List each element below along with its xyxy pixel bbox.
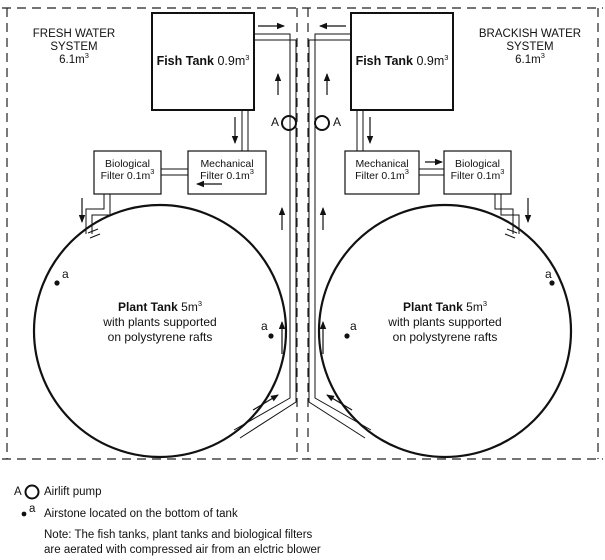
legend-airstone-label: Airstone located on the bottom of tank <box>44 508 238 520</box>
system-divider <box>296 8 309 459</box>
mechanical-filter-fresh-box <box>187 150 267 195</box>
fish-tank-fresh <box>151 12 255 111</box>
return-pipe-brackish <box>308 33 372 439</box>
airstone-fresh-2-icon <box>268 333 274 339</box>
biological-filter-fresh-box <box>93 150 162 195</box>
biological-filter-brackish-box <box>443 150 512 195</box>
brackish-system-title: BRACKISH WATER SYSTEM 6.1m3 <box>470 28 590 67</box>
legend-airlift-symbol: A <box>14 486 22 498</box>
airlift-pump-brackish-icon <box>314 115 330 131</box>
plant-tank-fresh <box>32 203 288 459</box>
flow-arrows-fresh <box>78 22 286 411</box>
airstone-brackish-1-icon <box>344 333 350 339</box>
legend-note-line1: Note: The fish tanks, plant tanks and bi… <box>44 529 313 541</box>
fresh-system-title: FRESH WATER SYSTEM 6.1m3 <box>30 28 118 67</box>
airstone-brackish-1-marker: a <box>350 319 357 333</box>
airstone-brackish-2-marker: a <box>545 267 552 281</box>
airstone-brackish-2-icon <box>549 280 555 286</box>
fresh-system-title-line1: FRESH WATER <box>32 28 116 40</box>
fresh-system-title-line2: SYSTEM <box>50 41 98 53</box>
airstone-fresh-1-marker: a <box>62 267 69 281</box>
legend-airstone-symbol: a <box>29 503 36 515</box>
mechanical-filter-brackish-label: Mechanical Filter 0.1m3 <box>355 158 409 182</box>
legend-airlift-label: Airlift pump <box>44 486 102 498</box>
fish-tank-brackish <box>350 12 454 111</box>
brackish-system-title-line2: SYSTEM <box>506 41 554 53</box>
legend-airstone-icon <box>21 511 27 517</box>
biological-filter-brackish-label: Biological Filter 0.1m3 <box>450 158 505 182</box>
fresh-system-volume: 6.1m3 <box>59 51 89 66</box>
mechanical-filter-brackish-box <box>344 150 420 195</box>
legend-airlift-icon <box>24 484 40 500</box>
airlift-brackish-marker: A <box>333 115 342 129</box>
brackish-system-volume: 6.1m3 <box>515 51 545 66</box>
airlift-fresh-marker: A <box>271 115 280 129</box>
plant-tank-brackish <box>317 203 573 459</box>
fish-tank-fresh-label: Fish Tank 0.9m3 <box>156 53 250 68</box>
fish-tank-brackish-label: Fish Tank 0.9m3 <box>355 53 449 68</box>
airstone-fresh-2-marker: a <box>261 319 268 333</box>
brackish-system-title-line1: BRACKISH WATER <box>478 28 582 40</box>
plant-tank-brackish-label: Plant Tank 5m3 with plants supported on … <box>388 299 502 344</box>
system-border <box>2 7 603 460</box>
airlift-pump-fresh-icon <box>281 115 297 131</box>
biological-filter-fresh-label: Biological Filter 0.1m3 <box>100 158 155 182</box>
legend-note-line2: are aerated with compressed air from an … <box>44 544 321 556</box>
airstone-fresh-1-icon <box>54 280 60 286</box>
mechanical-filter-fresh-label: Mechanical Filter 0.1m3 <box>200 158 254 182</box>
return-pipe-fresh <box>233 33 297 439</box>
plant-tank-fresh-label: Plant Tank 5m3 with plants supported on … <box>103 299 217 344</box>
flow-arrows-brackish <box>319 22 532 411</box>
